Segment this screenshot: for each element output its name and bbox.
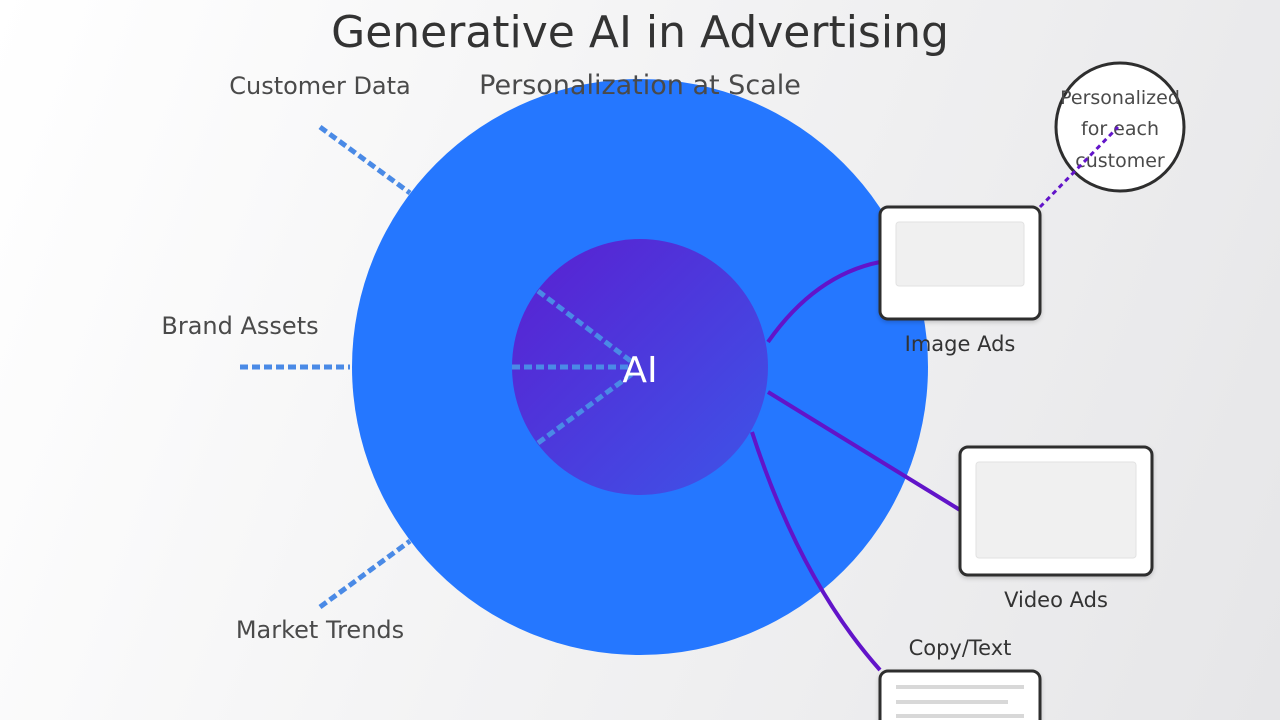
connector-copy-text [750,431,882,672]
input-line-customer-data [318,124,412,196]
ai-hub-label: AI [622,350,657,391]
input-lines [240,124,412,610]
core-line-upper [536,289,634,364]
output-label-video-ads: Video Ads [1004,588,1108,612]
video-ads-thumbnail [975,461,1137,559]
output-connectors [750,260,962,672]
input-label-brand-assets: Brand Assets [161,312,318,340]
page-title: Generative AI in Advertising [331,7,949,58]
input-label-market-trends: Market Trends [236,616,404,644]
copy-text-lines [896,685,1024,718]
callout-line-2: for each [1081,118,1159,140]
output-label-image-ads: Image Ads [905,332,1016,356]
image-ads-thumbnail [895,221,1025,287]
copy-text-card [878,669,1042,720]
input-label-customer-data: Customer Data [229,72,411,100]
callout-line-3: customer [1075,150,1165,172]
input-line-market-trends [318,538,412,610]
core-line-lower [536,371,634,446]
callout-pointer [1038,125,1120,209]
subtitle: Personalization at Scale [479,70,801,101]
core-input-lines [512,289,634,446]
output-label-copy-text: Copy/Text [909,636,1012,660]
connector-image-ads [766,260,881,344]
connector-video-ads [766,390,962,512]
ai-core-circle [512,239,768,495]
callout-line-1: Personalized [1060,87,1180,109]
